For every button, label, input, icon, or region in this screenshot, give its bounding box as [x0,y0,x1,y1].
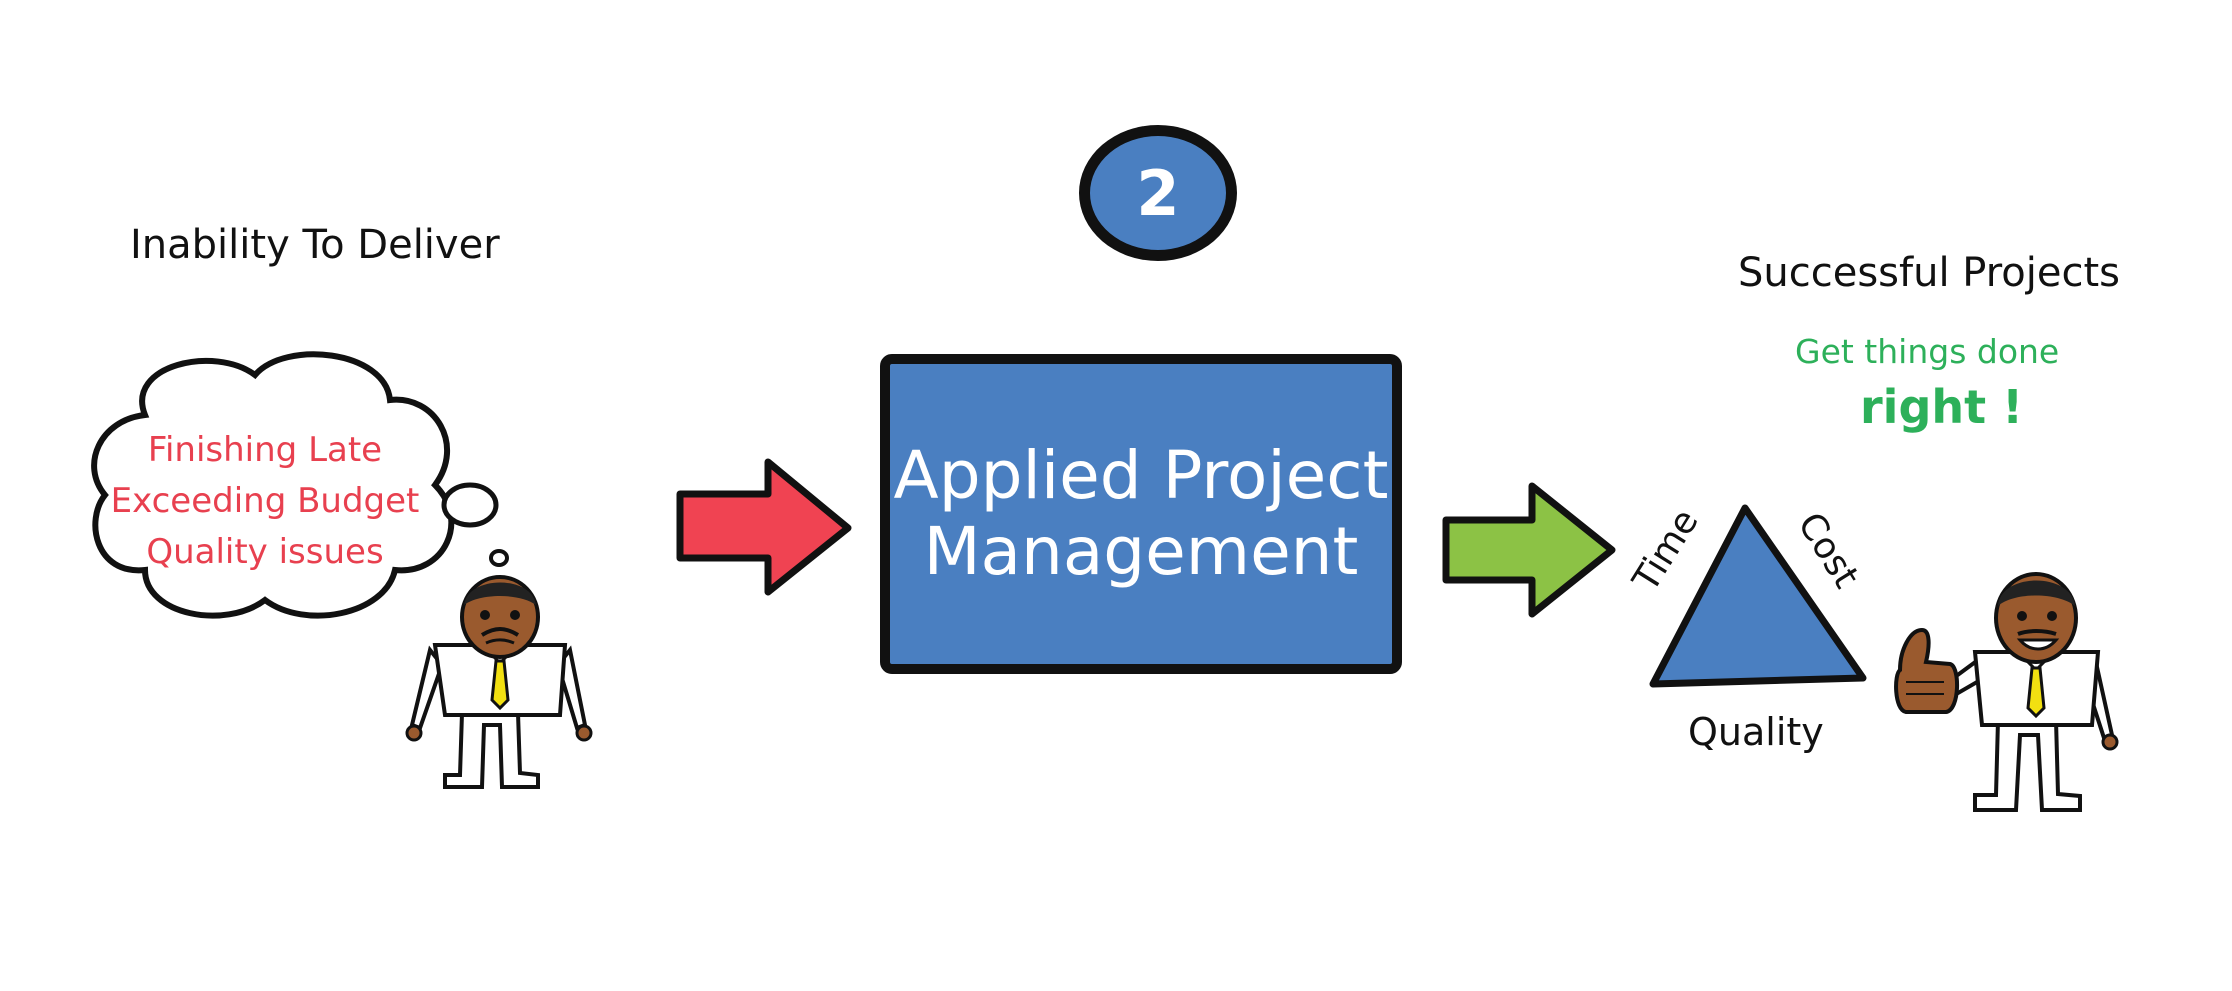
tagline-line2: right ! [1860,380,2024,434]
main-box-line2: Management [923,513,1359,590]
triangle-icon [1649,504,1867,688]
problem-item: Finishing Late [147,430,383,470]
tagline-line1: Get things done [1795,332,2060,371]
main-process-box: Applied Project Management [880,354,1402,674]
thumbs-up-man-icon [1894,572,2119,812]
thought-cloud-icon [91,351,509,619]
right-title: Successful Projects [1738,250,2120,296]
problem-item: Quality issues [146,532,384,572]
problem-item: Exceeding Budget [110,481,420,521]
red-arrow-icon [676,458,852,596]
main-box-line1: Applied Project [893,437,1389,514]
left-title: Inability To Deliver [130,222,500,268]
step-number: 2 [1136,156,1180,230]
triangle-label-quality: Quality [1688,710,1824,754]
green-arrow-icon [1442,482,1616,618]
problem-list: Finishing Late Exceeding Budget Quality … [100,425,430,578]
step-badge: 2 [1079,125,1237,261]
worried-man-icon [405,575,593,789]
